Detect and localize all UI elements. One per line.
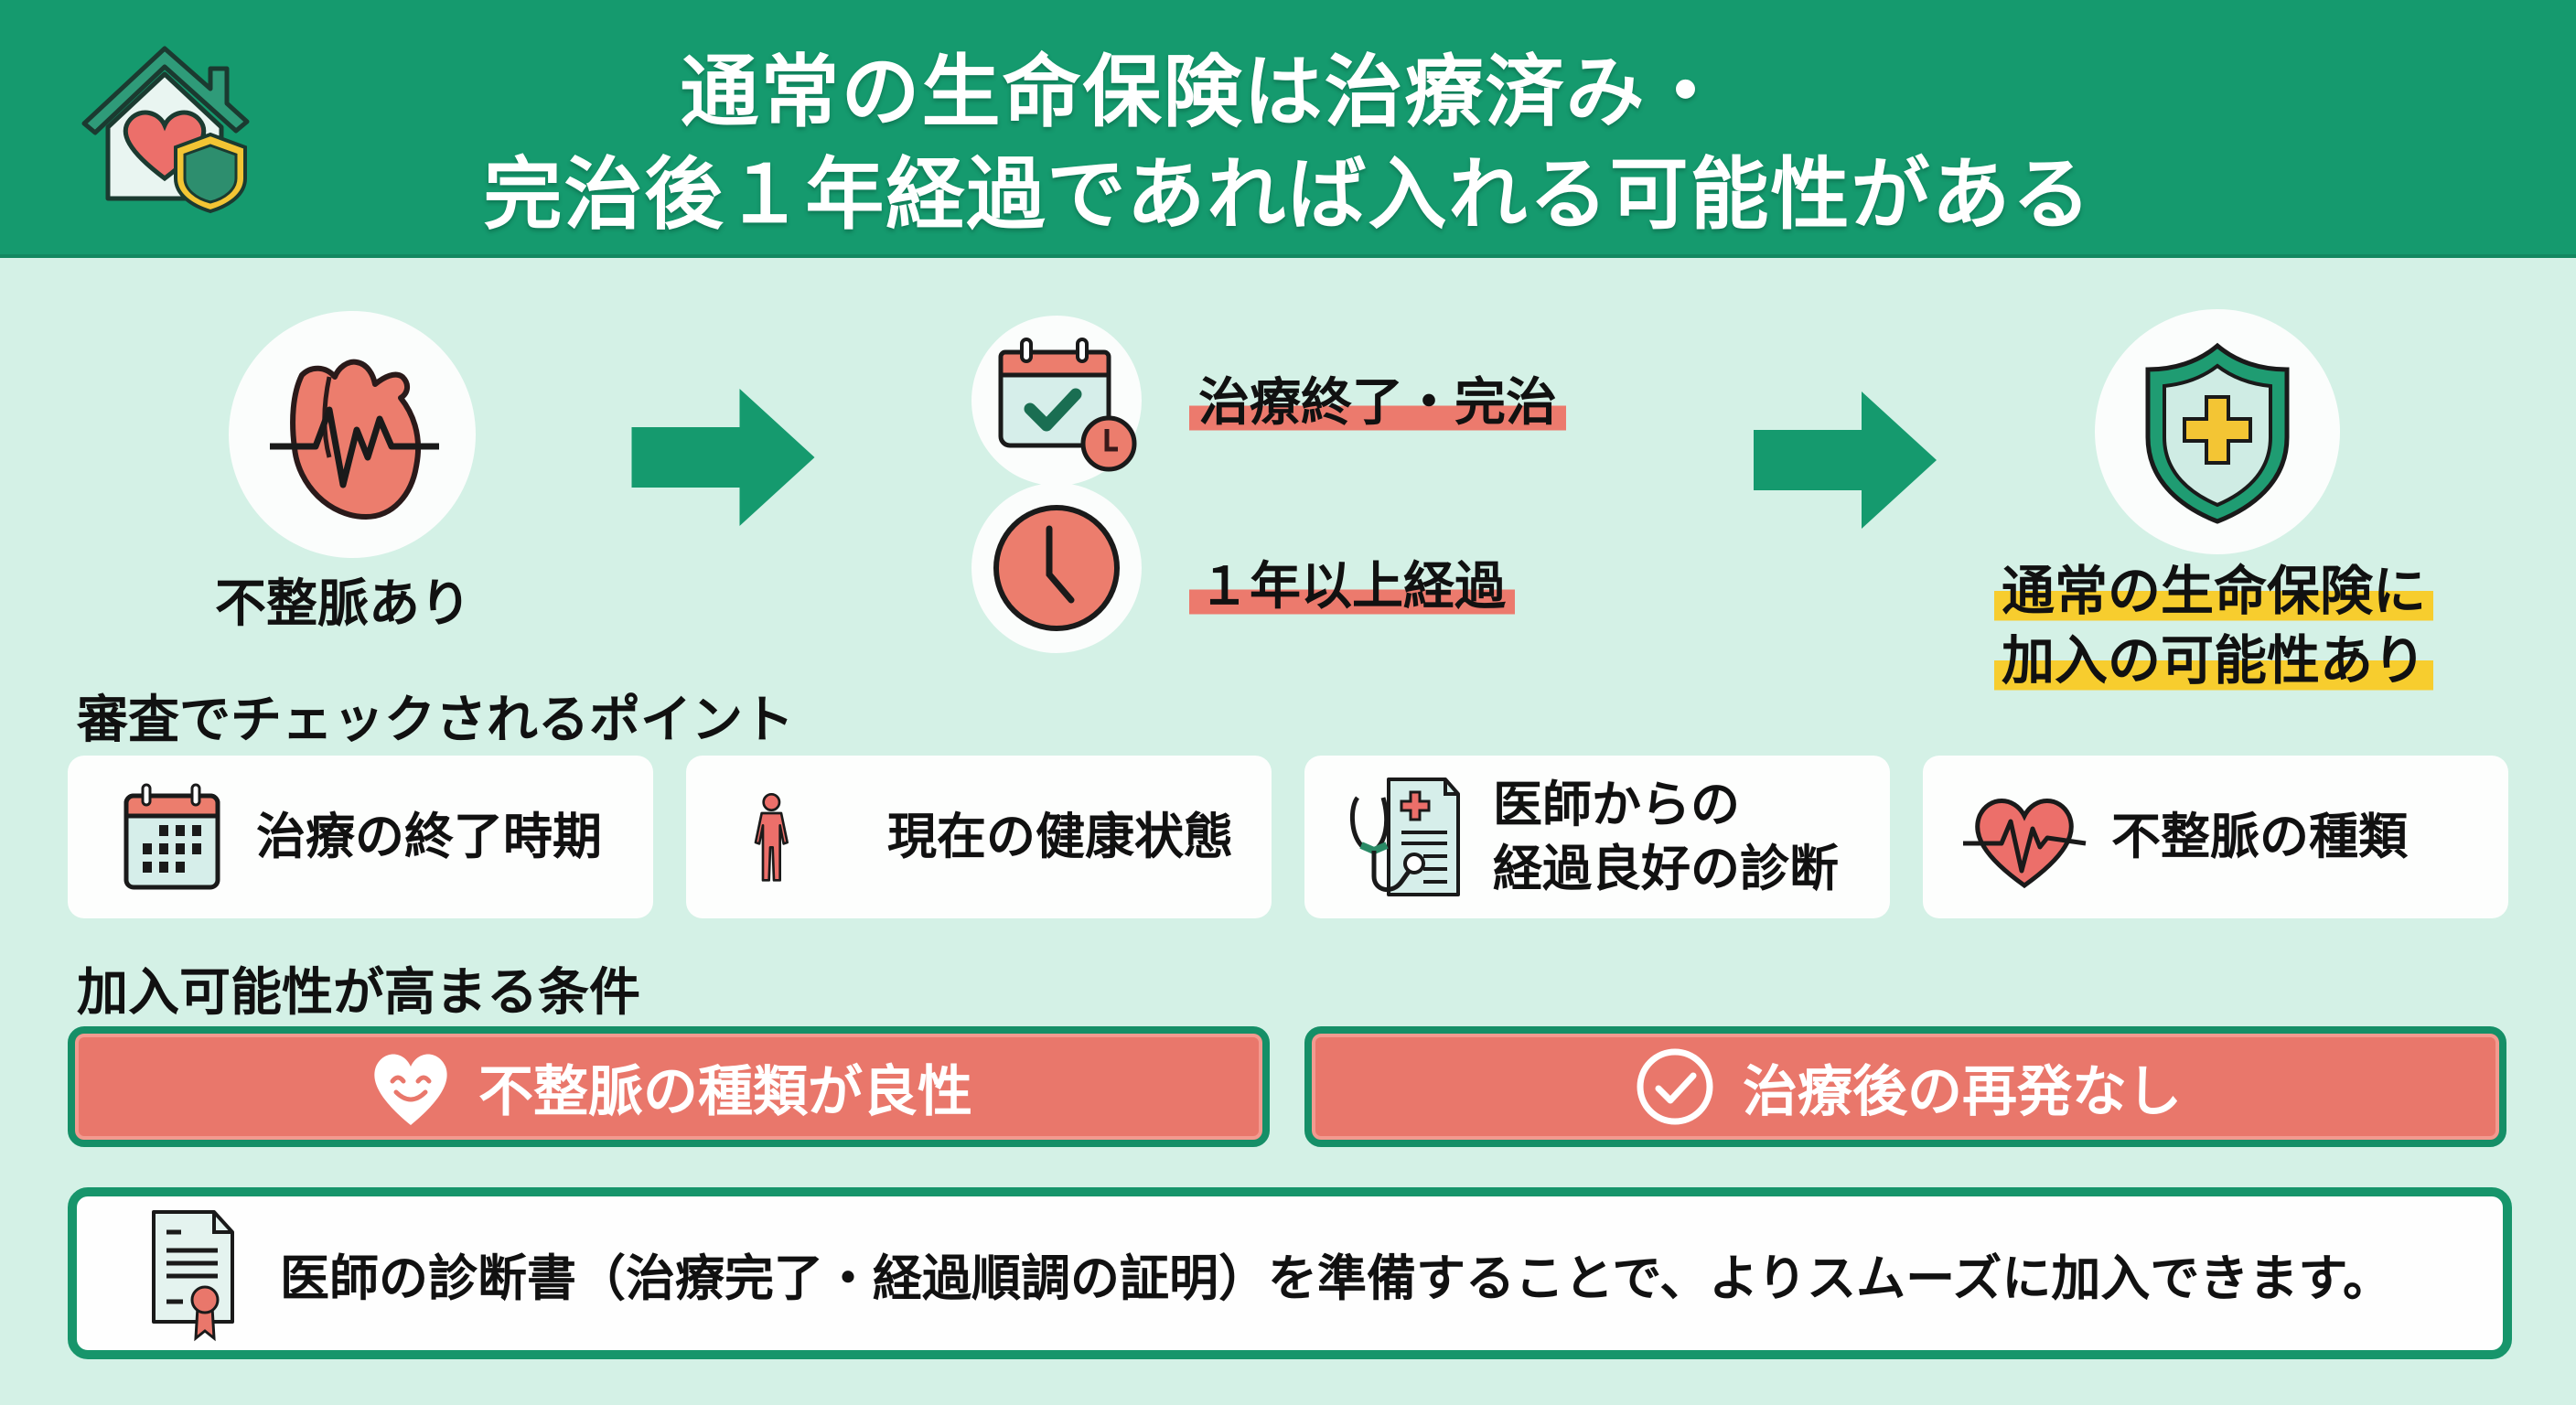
check-point-card: 医師からの 経過良好の診断 (1304, 756, 1890, 918)
treatment-end-icon-circle (971, 316, 1142, 486)
treatment-end-text: 治療終了・完治 (1189, 373, 1566, 433)
result-icon-circle (2095, 309, 2340, 554)
treatment-end-label: 治療終了・完治 (1189, 361, 1566, 435)
title-line-2: 完治後１年経過であれば入れる可能性がある (483, 149, 2093, 241)
check-point-label: 現在の健康状態 (887, 808, 1233, 865)
one-year-text: １年以上経過 (1189, 557, 1515, 617)
start-icon-circle (229, 311, 476, 558)
result-line-2: 加入の可能性あり (1994, 629, 2434, 692)
conditions-title: 加入可能性が高まる条件 (77, 963, 640, 1023)
condition-no-recurrence: 治療後の再発なし (1304, 1026, 2506, 1147)
calendar-icon (123, 783, 220, 890)
start-label: 不整脈あり (215, 574, 471, 634)
check-point-label: 治療の終了時期 (256, 808, 602, 865)
check-point-label-line-2: 経過良好の診断 (1493, 840, 1839, 897)
page-title: 通常の生命保険は治療済み・ 完治後１年経過であれば入れる可能性がある (0, 41, 2576, 246)
check-point-label-line-1: 医師からの (1493, 776, 1740, 833)
certificate-document-icon (152, 1210, 234, 1342)
check-point-label: 医師からの 経過良好の診断 (1493, 773, 1839, 901)
diagnosis-note-box: 医師の診断書（治療完了・経過順調の証明）を準備することで、よりスムーズに加入でき… (68, 1187, 2512, 1359)
flow-arrow-1 (631, 389, 815, 526)
stethoscope-document-icon (1350, 778, 1460, 896)
flow-arrow-2 (1754, 391, 1937, 529)
check-circle-icon (1637, 1048, 1713, 1125)
condition-benign-arrhythmia: 不整脈の種類が良性 (68, 1026, 1270, 1147)
clock-icon (993, 505, 1120, 631)
one-year-label: １年以上経過 (1189, 545, 1515, 619)
check-points-title: 審査でチェックされるポイント (77, 691, 794, 750)
one-year-icon-circle (971, 483, 1142, 653)
heart-ecg-icon (270, 359, 439, 520)
check-point-label: 不整脈の種類 (2111, 808, 2408, 865)
heart-pulse-icon (1963, 799, 2087, 889)
result-label: 通常の生命保険に 加入の可能性あり (1994, 556, 2434, 695)
check-point-card: 治療の終了時期 (68, 756, 653, 918)
note-text: 医師の診断書（治療完了・経過順調の証明）を準備することで、よりスムーズに加入でき… (280, 1249, 2393, 1307)
check-point-card: 現在の健康状態 (686, 756, 1272, 918)
condition-label: 治療後の再発なし (1743, 1059, 2182, 1124)
header-banner: 通常の生命保険は治療済み・ 完治後１年経過であれば入れる可能性がある (0, 0, 2576, 258)
house-heart-shield-icon (81, 46, 250, 214)
calendar-check-clock-icon (998, 338, 1137, 472)
shield-plus-icon (2145, 342, 2290, 524)
title-line-1: 通常の生命保険は治療済み・ (680, 47, 1727, 138)
check-point-card: 不整脈の種類 (1923, 756, 2508, 918)
result-line-1: 通常の生命保険に (1994, 560, 2434, 622)
condition-label: 不整脈の種類が良性 (478, 1059, 972, 1124)
person-icon (754, 793, 789, 882)
smiling-heart-icon (374, 1054, 447, 1125)
